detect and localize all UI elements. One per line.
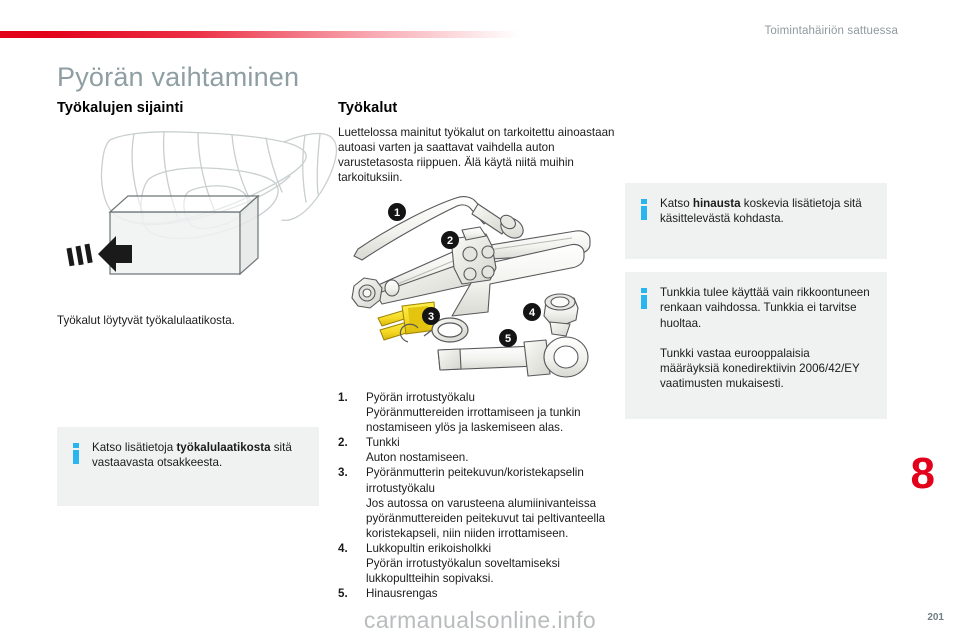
tool-list-number: 4.: [338, 541, 348, 555]
tool-list-number: 1.: [338, 391, 348, 404]
header-accent-rule: [0, 31, 520, 38]
tool-label-2: 2: [447, 235, 453, 247]
infobox-toolbox-text-before: Katso lisätietoja: [92, 441, 177, 454]
infobox-towing: Katso hinausta koskevia lisätietoja sitä…: [625, 183, 887, 259]
middle-column: Työkalut Luettelossa mainitut työkalut o…: [338, 100, 621, 185]
paragraph-spacer: [660, 331, 871, 346]
middle-column-heading: Työkalut: [338, 100, 398, 116]
watermark: carmanualsonline.info: [363, 607, 597, 633]
page-title: Pyörän vaihtaminen: [57, 62, 300, 92]
infobox-towing-text-after: koskevia lisätietoja sitä käsittelevästä…: [660, 197, 862, 226]
tool-kit-illustration: 1 2 3 4 5: [351, 196, 591, 378]
tool-list-name: Pyörän irrotustyökalu: [366, 391, 475, 404]
infobox-jack-paragraph-2: Tunkki vastaa eurooppalaisia määräyksiä …: [660, 346, 860, 391]
tool-list-description: Jos autossa on varusteena alumiinivantei…: [366, 496, 606, 540]
tools-intro-paragraph: Luettelossa mainitut työkalut on tarkoit…: [338, 126, 615, 185]
chapter-number: 8: [910, 449, 936, 498]
section-header-title: Toimintahäiriön sattuessa: [764, 25, 898, 37]
infobox-towing-text-bold: hinausta: [692, 197, 741, 210]
infobox-toolbox: Katso lisätietoja työkalulaatikosta sitä…: [57, 427, 319, 506]
tool-list-description: Pyörän irrotustyökalun soveltamiseksi lu…: [366, 557, 560, 586]
infobox-towing-text: Katso hinausta koskevia lisätietoja sitä…: [660, 183, 887, 259]
tool-list-name: Hinausrengas: [366, 587, 438, 601]
infobox-toolbox-text: Katso lisätietoja työkalulaatikosta sitä…: [92, 427, 319, 506]
tool-label-5: 5: [505, 333, 511, 345]
infobox-jack-paragraph-1: Tunkkia tulee käyttää vain rikkoontuneen…: [660, 286, 870, 330]
car-seat-with-toolbox-illustration: [66, 131, 338, 276]
tool-list-description: Auton nostamiseen.: [366, 451, 469, 465]
tool-label-3: 3: [428, 311, 434, 323]
left-column-heading: Työkalujen sijainti: [57, 100, 184, 116]
left-column: Työkalujen sijainti: [57, 100, 340, 125]
infobox-toolbox-text-after: sitä vastaavasta otsakkeesta.: [92, 441, 292, 470]
tool-list-item: 5. Hinausrengas: [338, 586, 608, 601]
tool-label-1: 1: [394, 207, 400, 219]
toolbox-caption: Työkalut löytyvät työkalulaatikosta.: [57, 314, 235, 327]
infobox-jack: Tunkkia tulee käyttää vain rikkoontuneen…: [625, 272, 887, 419]
tool-list-number: 5.: [338, 587, 348, 601]
tool-list-item: 3. Pyöränmutterin peitekuvun/koristekapse…: [338, 465, 608, 540]
tool-label-4: 4: [529, 307, 536, 319]
tool-list-name: Tunkki: [366, 436, 400, 450]
tool-list-name: Pyöränmutterin peitekuvun/koristekapseli…: [366, 466, 584, 495]
infobox-toolbox-text-bold: työkalulaatikosta: [176, 441, 271, 454]
info-icon: [73, 443, 79, 464]
tool-list-name: Lukkopultin erikoisholkki: [366, 541, 492, 555]
infobox-jack-text: Tunkkia tulee käyttää vain rikkoontuneen…: [660, 272, 887, 419]
tool-list-number: 3.: [338, 466, 348, 480]
info-icon: [641, 199, 647, 220]
tool-list-number: 2.: [338, 436, 348, 450]
tool-list-description: Pyöränmuttereiden irrottamiseen ja tunki…: [366, 406, 581, 435]
info-icon: [641, 288, 647, 309]
page-number: 201: [927, 612, 944, 623]
infobox-towing-text-before: Katso: [660, 197, 693, 210]
